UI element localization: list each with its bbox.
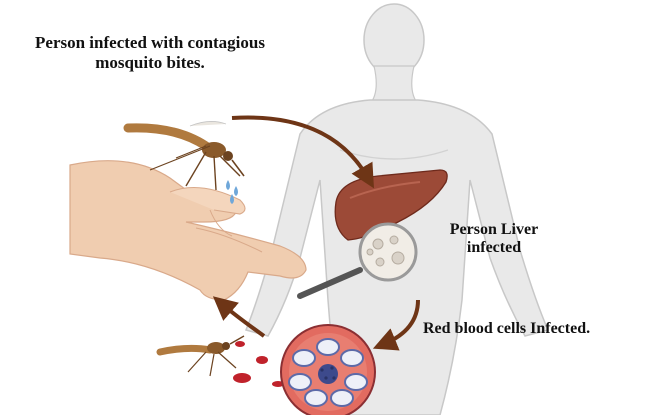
blood-cell-icon — [281, 325, 375, 415]
bite-label-line1: Person infected with contagious — [0, 33, 300, 53]
mosquito-icon — [160, 336, 244, 376]
blood-drops — [233, 341, 284, 387]
liver-label-line2: infected — [424, 239, 564, 257]
bite-stage-label: Person infected with contagious mosquito… — [0, 33, 300, 72]
bite-label-line2: mosquito bites. — [0, 53, 300, 73]
liver-label-line1: Person Liver — [424, 221, 564, 239]
liver-stage-label: Person Liver infected — [424, 221, 564, 258]
rbc-stage-label: Red blood cells Infected. — [423, 320, 647, 338]
